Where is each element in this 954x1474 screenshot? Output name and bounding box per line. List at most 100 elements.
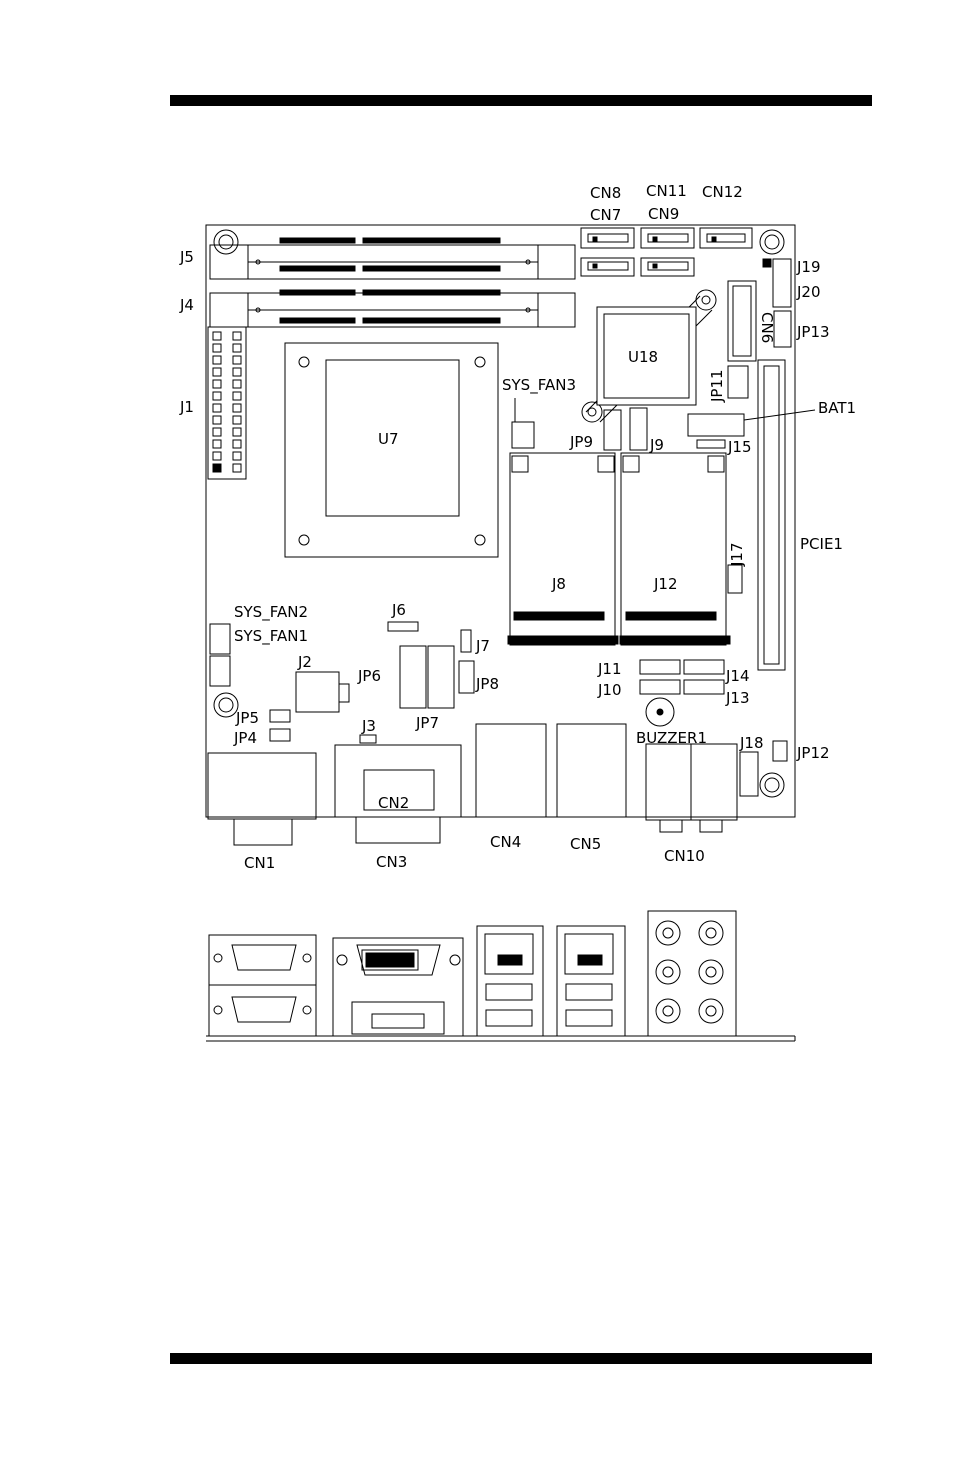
- label-j19: J19: [796, 258, 821, 276]
- header-j18: [739, 751, 759, 797]
- chipset-u18: [581, 289, 717, 423]
- mounting-holes: [213, 229, 785, 798]
- label-j6: J6: [391, 601, 406, 619]
- label-pcie1: PCIE1: [800, 535, 843, 553]
- fan-sys-fan3: [511, 398, 535, 449]
- j1-pin: [232, 343, 242, 353]
- j1-pin: [232, 451, 242, 461]
- label-jp5: JP5: [235, 709, 259, 727]
- label-bat1: BAT1: [818, 399, 856, 417]
- label-jp7: JP7: [415, 714, 439, 732]
- j1-pin: [232, 415, 242, 425]
- label-buzzer1: BUZZER1: [636, 729, 707, 747]
- label-cn1: CN1: [244, 854, 275, 872]
- label-j18: J18: [739, 734, 764, 752]
- j1-pin: [232, 379, 242, 389]
- label-u7: U7: [378, 430, 399, 448]
- j1-pin: [232, 367, 242, 377]
- sata-cn7-cn8: [580, 227, 753, 277]
- dimm-slot-j4: [209, 289, 576, 328]
- serial-cn1: [207, 752, 317, 846]
- j1-pin: [212, 355, 222, 365]
- j1-pin: [232, 403, 242, 413]
- j1-pin: [212, 463, 222, 473]
- label-j8: J8: [551, 575, 566, 593]
- io-serial-ports: [208, 934, 317, 1037]
- label-cn3: CN3: [376, 853, 407, 871]
- j1-pin: [212, 391, 222, 401]
- bottom-rule: [170, 1353, 872, 1364]
- j1-pin: [212, 331, 222, 341]
- label-u18: U18: [628, 348, 658, 366]
- label-j20: J20: [796, 283, 821, 301]
- jumper-j3: [359, 734, 377, 744]
- io-lan-usb-2: [556, 925, 626, 1037]
- label-j14: J14: [725, 667, 750, 685]
- label-jp13: JP13: [796, 323, 830, 341]
- label-cn2: CN2: [378, 794, 409, 812]
- header-j11-j14-j10-j13: [639, 659, 725, 695]
- battery-bat1: [687, 413, 745, 437]
- io-lan-usb-1: [476, 925, 544, 1037]
- j1-pin: [212, 403, 222, 413]
- jumper-jp5: [269, 709, 291, 723]
- label-cn12: CN12: [702, 183, 743, 201]
- j1-pin: [212, 451, 222, 461]
- audio-cn10: [645, 743, 738, 833]
- label-j7: J7: [475, 637, 490, 655]
- label-jp11: JP11: [708, 369, 726, 403]
- label-j13: J13: [725, 689, 750, 707]
- io-audio-jacks: [647, 910, 737, 1037]
- label-jp4: JP4: [233, 729, 257, 747]
- jumper-jp7: [427, 645, 455, 709]
- label-jp12: JP12: [796, 744, 830, 762]
- header-cn6: [727, 280, 757, 362]
- label-j12: J12: [653, 575, 678, 593]
- label-sys-fan3: SYS_FAN3: [502, 376, 576, 395]
- label-cn6: CN6: [758, 312, 776, 343]
- label-j17: J17: [728, 542, 746, 567]
- label-j10: J10: [597, 681, 622, 699]
- j1-pin: [212, 439, 222, 449]
- lan-usb-cn4: [475, 723, 547, 818]
- label-jp9: JP9: [569, 433, 593, 451]
- lan-usb-cn5: [556, 723, 627, 818]
- label-jp8: JP8: [475, 675, 499, 693]
- j1-pin: [212, 415, 222, 425]
- j1-pin: [232, 463, 242, 473]
- label-j4: J4: [179, 296, 194, 314]
- label-j11: J11: [597, 660, 622, 678]
- j1-pin: [212, 379, 222, 389]
- label-cn7: CN7: [590, 206, 621, 224]
- jumper-j9: [629, 407, 648, 451]
- j1-pin: [232, 355, 242, 365]
- header-j17: [727, 564, 743, 594]
- fan-sys-fan2: [209, 623, 231, 655]
- j1-pin: [212, 367, 222, 377]
- label-cn4: CN4: [490, 833, 521, 851]
- label-sys-fan2: SYS_FAN2: [234, 603, 308, 622]
- j1-pin: [232, 391, 242, 401]
- label-j2: J2: [297, 653, 312, 671]
- label-j9: J9: [649, 436, 664, 454]
- bat1-leader: [743, 409, 816, 421]
- j1-pin: [212, 427, 222, 437]
- jumper-jp4: [269, 728, 291, 742]
- label-sys-fan1: SYS_FAN1: [234, 627, 308, 646]
- j1-pin: [232, 331, 242, 341]
- label-cn11: CN11: [646, 182, 687, 200]
- j1-pin: [232, 439, 242, 449]
- dvi-hdmi-cn3-cn2: [334, 744, 462, 844]
- label-cn8: CN8: [590, 184, 621, 202]
- cpu-socket-u7: [284, 342, 499, 558]
- label-j5: J5: [179, 248, 194, 266]
- j1-pin: [212, 343, 222, 353]
- buzzer-buzzer1: [645, 697, 675, 727]
- label-j3: J3: [361, 717, 376, 735]
- dimm-slot-j5: [209, 237, 576, 280]
- top-rule: [170, 95, 872, 106]
- header-j6: [387, 621, 419, 632]
- jumper-jp12: [772, 740, 788, 762]
- jumper-jp11: [727, 365, 749, 399]
